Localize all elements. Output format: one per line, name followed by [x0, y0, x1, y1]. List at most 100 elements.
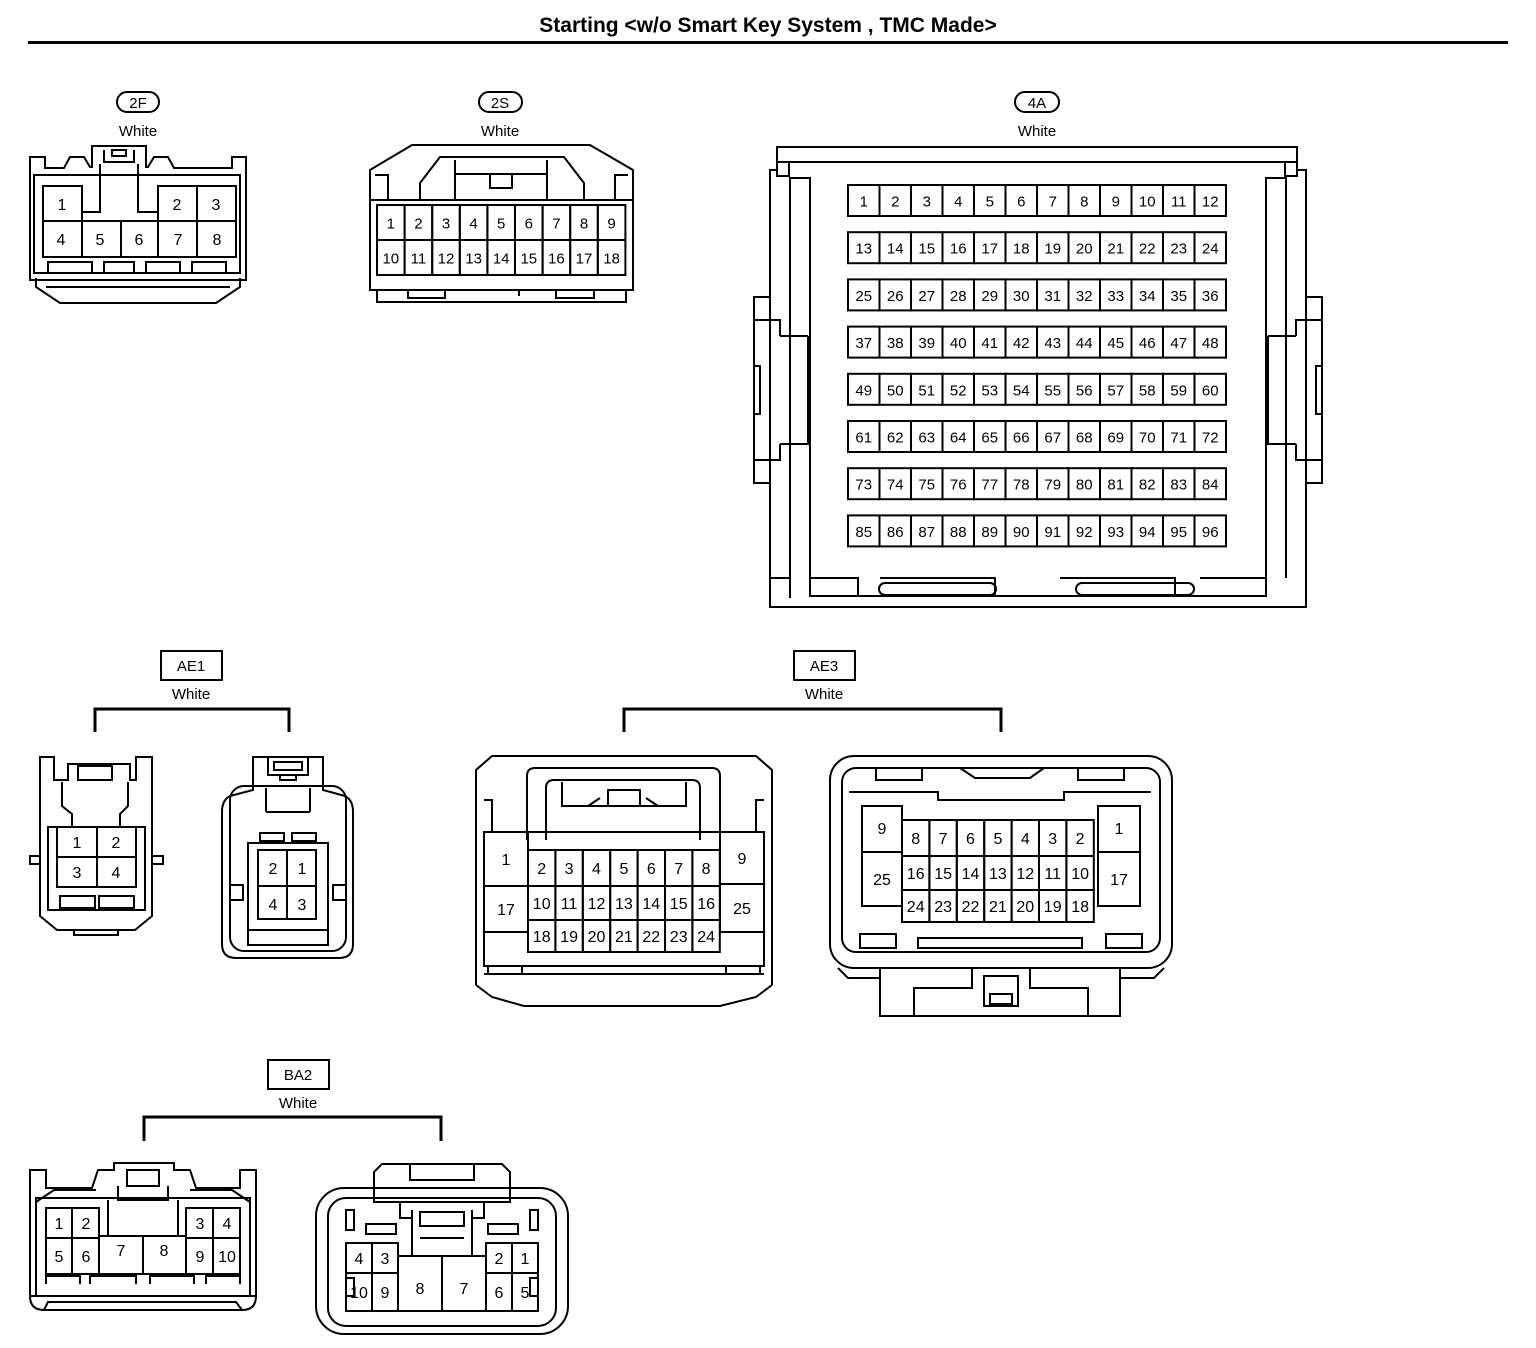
- pin-label: 67: [1044, 430, 1061, 447]
- pin-label: 26: [887, 288, 904, 305]
- pin-label: 23: [934, 899, 952, 916]
- pin-label: 21: [1107, 241, 1124, 258]
- pin-label: 68: [1076, 430, 1093, 447]
- pin-label: 1: [860, 194, 868, 211]
- pin-label: 43: [1044, 335, 1061, 352]
- pin-label: 27: [918, 288, 935, 305]
- pin-label: 15: [670, 896, 688, 913]
- pin-label: 62: [887, 430, 904, 447]
- pin-label: 51: [918, 382, 935, 399]
- pin-label: 5: [521, 1285, 530, 1302]
- pin-label: 21: [615, 929, 633, 946]
- label-4A: 4A White: [1014, 91, 1060, 140]
- pin-label: 3: [442, 216, 450, 233]
- pin-label: 6: [135, 232, 144, 249]
- pin-label: 1: [387, 216, 395, 233]
- code-box: [793, 650, 856, 681]
- pin-label: 18: [1071, 899, 1089, 916]
- pin-label: 7: [117, 1243, 126, 1260]
- pin-label: 88: [950, 524, 967, 541]
- pin-label: 6: [647, 861, 656, 878]
- pin-label: 4: [592, 861, 601, 878]
- connector-AE1-male: 1 2 3 4: [29, 756, 164, 936]
- pin-label: 16: [548, 251, 565, 268]
- pin-label: 34: [1139, 288, 1156, 305]
- pin-label: 18: [603, 251, 620, 268]
- pin-label: 92: [1076, 524, 1093, 541]
- connector-BA2-male: 1 2 3 4 5 6 7 8 9 10: [29, 1162, 257, 1311]
- group-bracket: [142, 1115, 443, 1141]
- connector-code: BA2: [284, 1067, 312, 1084]
- pin-label: 19: [1044, 241, 1061, 258]
- pin-cell: [1097, 851, 1141, 907]
- connector-color: White: [481, 123, 519, 140]
- pin-label: 41: [981, 335, 998, 352]
- pin-label: 10: [218, 1249, 236, 1266]
- pin-label: 13: [465, 251, 482, 268]
- pin-label: 86: [887, 524, 904, 541]
- pin-label: 23: [670, 929, 688, 946]
- pin-cell: [1193, 325, 1227, 359]
- pin-label: 54: [1013, 382, 1030, 399]
- connector-AE1-female: 2 1 4 3: [221, 756, 354, 959]
- pin-label: 2: [414, 216, 422, 233]
- connector-code: AE3: [810, 658, 838, 675]
- pin-label: 85: [855, 524, 872, 541]
- pin-label: 5: [993, 831, 1002, 848]
- pin-label: 24: [1202, 241, 1219, 258]
- group-bracket: [93, 707, 291, 732]
- pin-label: 12: [588, 896, 606, 913]
- pin-label: 5: [96, 232, 105, 249]
- connector-code: 2F: [129, 95, 147, 112]
- pin-cell: [691, 919, 721, 953]
- pin-label: 30: [1013, 288, 1030, 305]
- pin-label: 2: [537, 861, 546, 878]
- pin-label: 8: [580, 216, 588, 233]
- pin-label: 6: [495, 1285, 504, 1302]
- pin-label: 10: [1139, 194, 1156, 211]
- pin-label: 1: [521, 1251, 530, 1268]
- pin-label: 5: [986, 194, 994, 211]
- label-AE1: AE1 White: [93, 650, 291, 732]
- title-rule: [28, 41, 1508, 44]
- pin-label: 91: [1044, 524, 1061, 541]
- pin-label: 6: [1017, 194, 1025, 211]
- pin-grid: [45, 1207, 241, 1275]
- pin-label: 28: [950, 288, 967, 305]
- pin-label: 6: [82, 1249, 91, 1266]
- pin-label: 13: [989, 866, 1007, 883]
- pin-label: 36: [1202, 288, 1219, 305]
- pin-label: 93: [1107, 524, 1124, 541]
- pin-label: 6: [525, 216, 533, 233]
- pin-label: 2: [891, 194, 899, 211]
- pin-cell: [1065, 889, 1095, 923]
- pin-label: 31: [1044, 288, 1061, 305]
- pin-label: 18: [533, 929, 551, 946]
- pin-label: 44: [1076, 335, 1093, 352]
- pin-label: 75: [918, 477, 935, 494]
- pin-label: 83: [1170, 477, 1187, 494]
- code-box: [267, 1059, 330, 1090]
- pin-label: 4: [223, 1216, 232, 1233]
- pin-label: 5: [619, 861, 628, 878]
- pin-label: 7: [939, 831, 948, 848]
- pin-label: 66: [1013, 430, 1030, 447]
- pin-label: 59: [1170, 382, 1187, 399]
- pin-label: 11: [1044, 866, 1061, 883]
- pin-label: 16: [950, 241, 967, 258]
- pin-label: 10: [1071, 866, 1089, 883]
- pin-label: 95: [1170, 524, 1187, 541]
- pin-label: 4: [112, 865, 121, 882]
- pin-label: 13: [615, 896, 633, 913]
- pin-label: 21: [989, 899, 1007, 916]
- pin-label: 71: [1170, 430, 1187, 447]
- pin-label: 10: [533, 896, 551, 913]
- pin-label: 7: [174, 232, 183, 249]
- pin-label: 24: [907, 899, 925, 916]
- pin-label: 3: [1048, 831, 1057, 848]
- pin-label: 11: [411, 251, 427, 268]
- pin-label: 58: [1139, 382, 1156, 399]
